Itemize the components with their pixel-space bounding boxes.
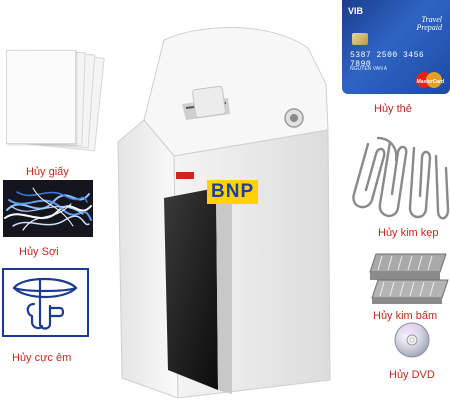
shredded-strips-icon	[3, 180, 93, 237]
clip-shred-label: Hủy kim kẹp	[378, 227, 439, 239]
fiber-shred-label: Hủy Sợi	[19, 246, 59, 258]
card-chip	[352, 33, 368, 45]
dvd-disc-icon	[394, 322, 430, 358]
card-bank-name: VIB	[348, 6, 364, 16]
card-network: MasterCard	[416, 79, 444, 85]
brand-stamp: BNP	[207, 180, 259, 204]
card-holder: NGUYEN VAN A	[350, 66, 388, 72]
card-shred-label: Hủy thẻ	[374, 103, 412, 115]
card-number: 5387 2500 3456 7890	[350, 51, 425, 69]
quiet-mouth-icon	[2, 268, 89, 337]
staples-icon	[366, 250, 450, 306]
staple-shred-label: Hủy kim bấm	[373, 310, 438, 322]
mastercard-orange-circle	[426, 72, 442, 88]
paper-shred-label: Hủy giấy	[26, 166, 69, 178]
dvd-shred-label: Hủy DVD	[389, 369, 435, 381]
paper-stack-icon	[0, 48, 105, 152]
quiet-shred-label: Hủy cực êm	[12, 352, 72, 364]
paper-clips-icon	[350, 134, 450, 224]
shredder-machine	[108, 18, 340, 399]
